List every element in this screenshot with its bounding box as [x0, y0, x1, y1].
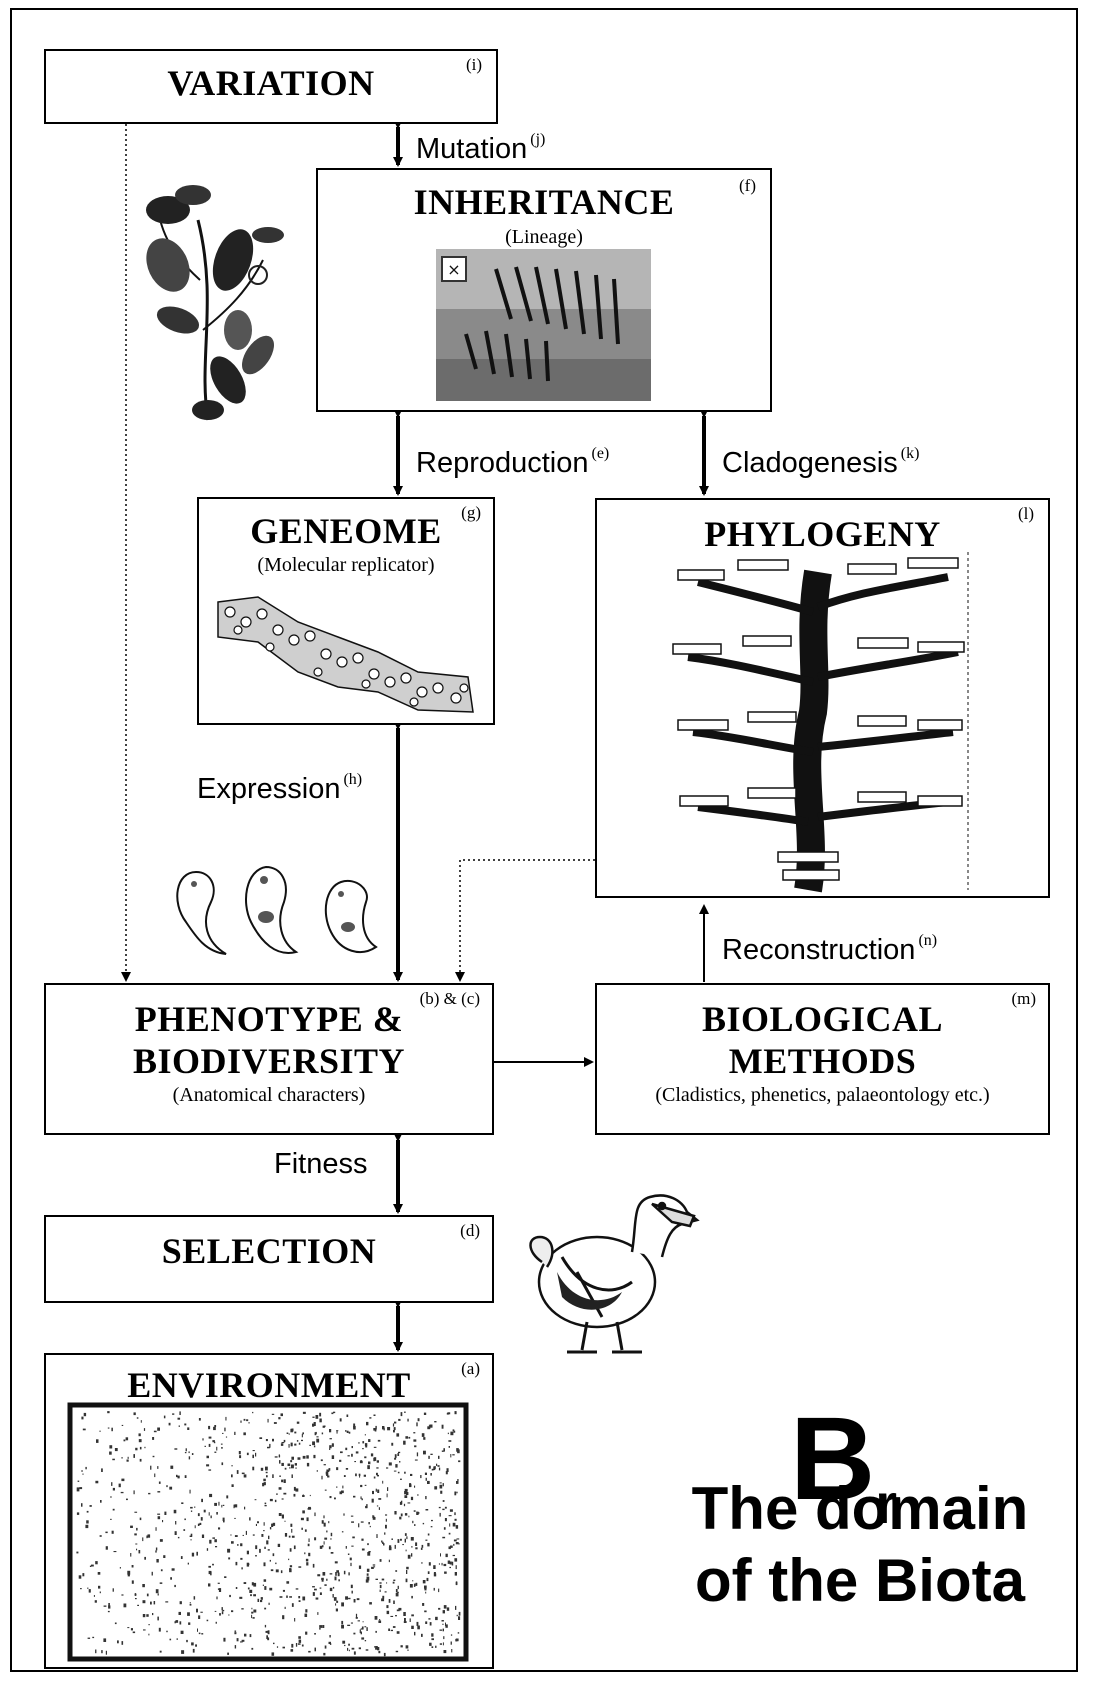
- phylogeny-to-phenotype-dotted: [460, 860, 595, 980]
- domain-caption-line1: The domain: [660, 1474, 1060, 1545]
- phenotype-title-line2: BIODIVERSITY: [46, 1041, 492, 1081]
- svg-text:×: ×: [447, 260, 460, 279]
- reproduction-tag: (e): [592, 445, 610, 462]
- mutation-text: Mutation: [416, 133, 527, 165]
- environment-texture: [70, 1405, 466, 1659]
- methods-title-line2: METHODS: [597, 1041, 1048, 1081]
- geneome-subtitle: (Molecular replicator): [199, 554, 493, 577]
- zebra-photo: ×: [436, 249, 651, 401]
- reproduction-text: Reproduction: [416, 447, 589, 479]
- environment-title: ENVIRONMENT: [46, 1365, 492, 1405]
- mutation-tag: (j): [530, 131, 545, 148]
- variation-tag: (i): [466, 55, 482, 75]
- reproduction-label: Reproduction(e): [416, 445, 609, 480]
- variation-box: VARIATION (i): [44, 49, 498, 124]
- domain-caption-line2: of the Biota: [660, 1546, 1060, 1617]
- inheritance-title: INHERITANCE: [318, 182, 770, 222]
- reconstruction-label: Reconstruction(n): [722, 932, 937, 967]
- methods-subtitle: (Cladistics, phenetics, palaeontology et…: [597, 1084, 1048, 1107]
- expression-text: Expression: [197, 773, 340, 805]
- geneome-title: GENEOME: [199, 511, 493, 551]
- tree-of-life-illustration: [668, 552, 978, 890]
- fitness-label: Fitness: [274, 1148, 367, 1181]
- inheritance-subtitle: (Lineage): [318, 226, 770, 249]
- inheritance-tag: (f): [739, 176, 756, 196]
- reconstruction-text: Reconstruction: [722, 934, 915, 966]
- cladogenesis-text: Cladogenesis: [722, 447, 898, 479]
- expression-tag: (h): [343, 771, 362, 788]
- phenotype-box: PHENOTYPE & BIODIVERSITY (Anatomical cha…: [44, 983, 494, 1135]
- phenotype-tag: (b) & (c): [420, 989, 480, 1009]
- selection-box: SELECTION (d): [44, 1215, 494, 1303]
- reconstruction-tag: (n): [918, 932, 937, 949]
- mutation-label: Mutation(j): [416, 131, 545, 166]
- phylogeny-tag: (l): [1018, 504, 1034, 524]
- dna-molecule-illustration: [218, 592, 474, 717]
- methods-tag: (m): [1011, 989, 1036, 1009]
- methods-box: BIOLOGICAL METHODS (Cladistics, phenetic…: [595, 983, 1050, 1135]
- fitness-text: Fitness: [274, 1148, 367, 1180]
- geneome-tag: (g): [461, 503, 481, 523]
- methods-title-line1: BIOLOGICAL: [597, 999, 1048, 1039]
- variation-title: VARIATION: [46, 63, 496, 103]
- expression-label: Expression(h): [197, 771, 362, 806]
- dodo-illustration: [522, 1182, 700, 1358]
- cladogenesis-tag: (k): [901, 445, 920, 462]
- environment-tag: (a): [461, 1359, 480, 1379]
- embryo-illustrations: [166, 862, 386, 964]
- cladogenesis-label: Cladogenesis(k): [722, 445, 919, 480]
- selection-title: SELECTION: [46, 1231, 492, 1271]
- pea-plant-illustration: [138, 180, 298, 425]
- selection-tag: (d): [460, 1221, 480, 1241]
- phylogeny-title: PHYLOGENY: [597, 514, 1048, 554]
- phenotype-subtitle: (Anatomical characters): [46, 1084, 492, 1107]
